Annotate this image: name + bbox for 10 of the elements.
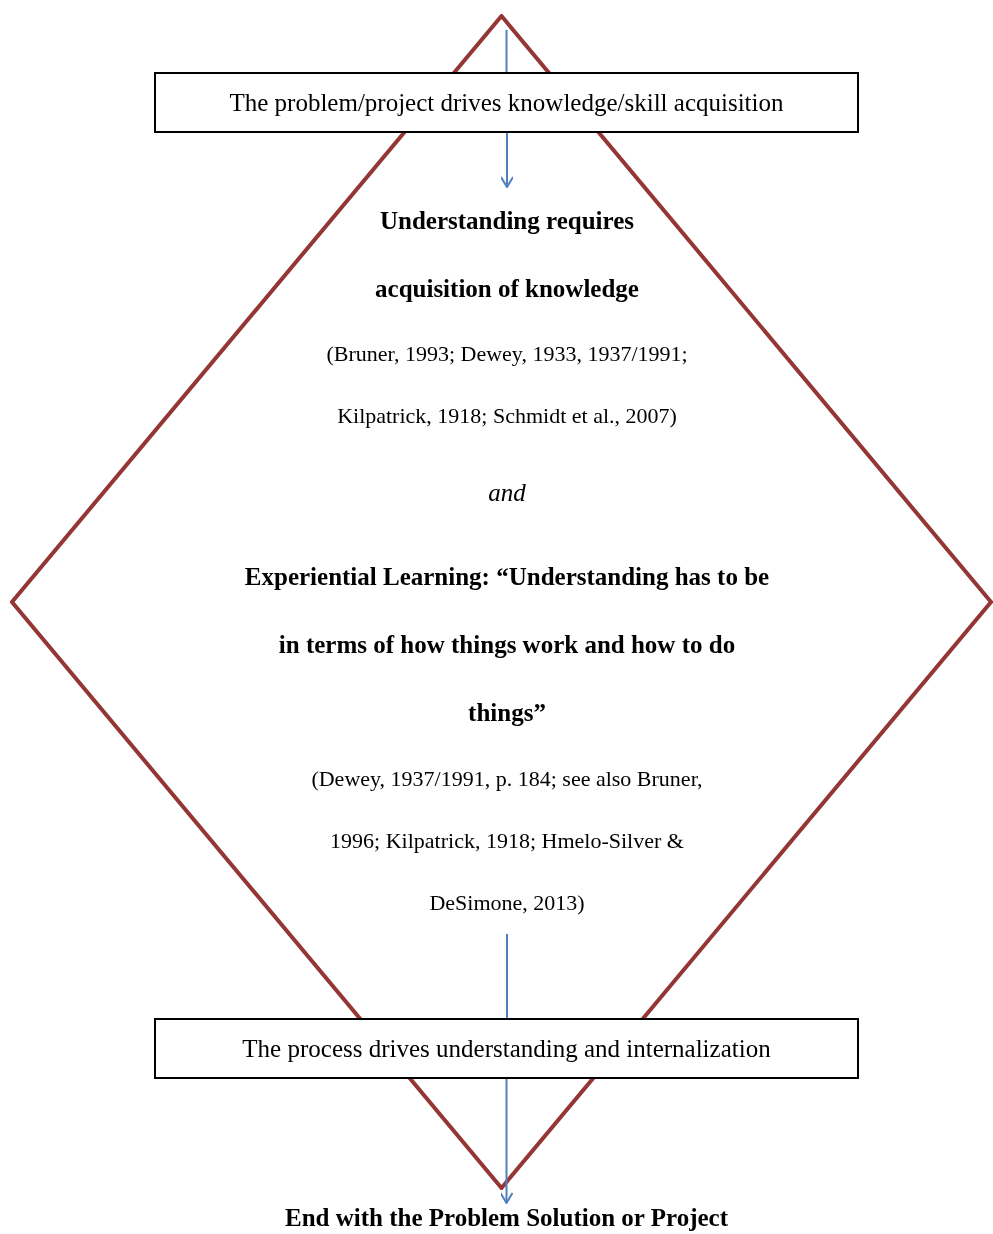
- connector-line: [505, 29, 508, 73]
- arrow: [499, 1078, 514, 1204]
- connector-word: and: [487, 478, 527, 508]
- heading-text: Experiential Learning: “Understanding has to be in terms of how things work and how to do things”: [243, 562, 771, 728]
- heading-text: Understanding requires acquisition of knowledge: [374, 206, 640, 304]
- citation-text: (Dewey, 1937/1991, p. 184; see also Bruner, 1996; Kilpatrick, 1918; Hmelo-Silver & DeSimone, 2013): [310, 765, 704, 917]
- citation-text: (Bruner, 1993; Dewey, 1933, 1937/1991; Kilpatrick, 1918; Schmidt et al., 2007): [325, 340, 689, 430]
- connector-line: [506, 933, 508, 1019]
- arrow: [500, 132, 514, 188]
- conclusion-text: End with the Problem Solution or Project: [154, 1203, 859, 1233]
